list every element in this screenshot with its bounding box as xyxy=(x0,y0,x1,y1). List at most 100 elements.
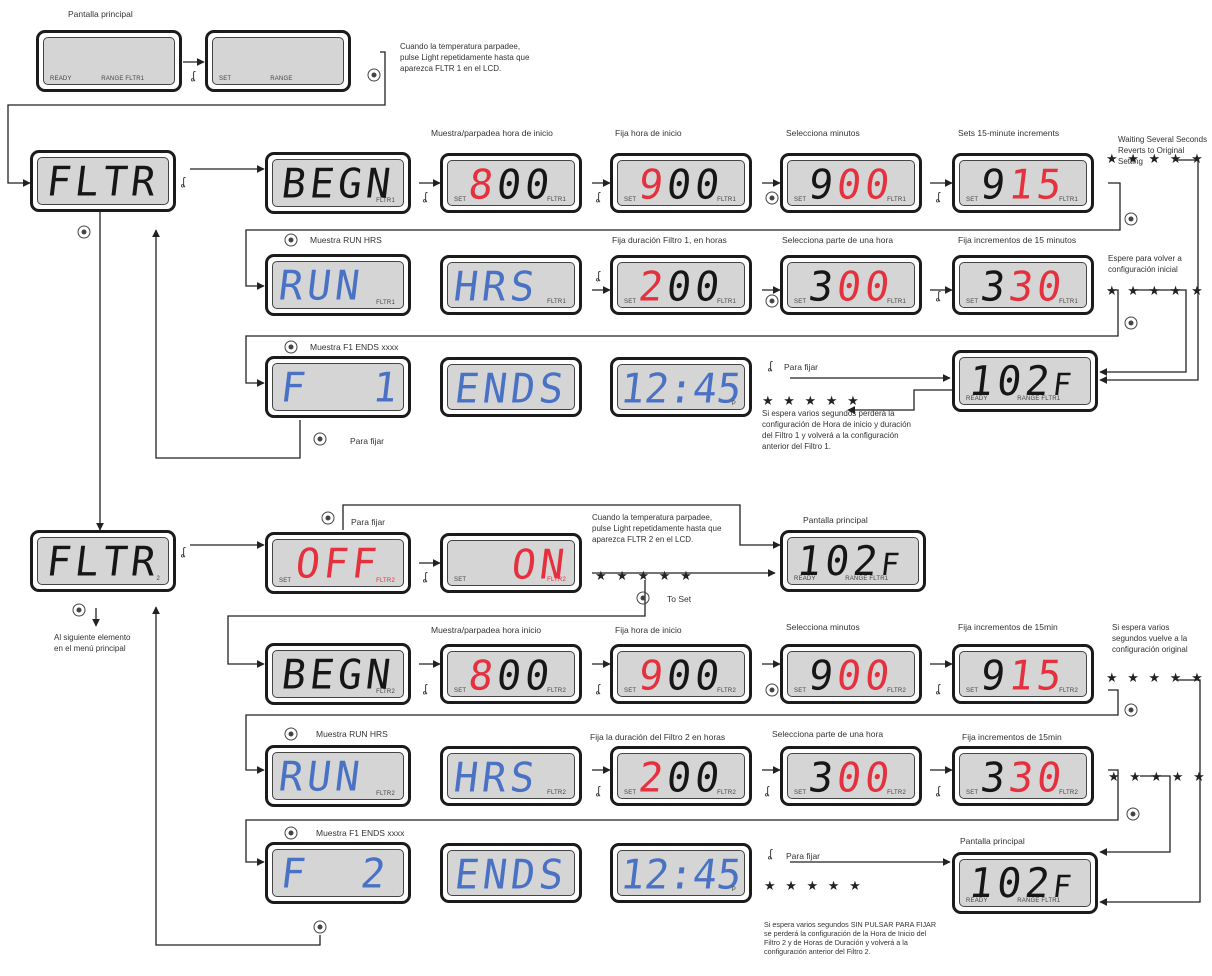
light-button-icon xyxy=(77,225,91,239)
lcd-ready: READY xyxy=(50,76,72,82)
lcd-set: SET xyxy=(624,197,637,203)
lcd-f2-330: 330 SET FLTR2 xyxy=(952,746,1094,806)
note-f2-temp: Cuando la temperatura parpadee, pulse Li… xyxy=(592,513,722,544)
press-hand-icon: ʆ xyxy=(596,270,600,282)
wait-stars: ★ ★ ★ ★ ★ xyxy=(1108,769,1208,784)
lcd-fltr1: FLTR1 xyxy=(717,299,736,305)
light-button-icon xyxy=(284,727,298,741)
light-button-icon xyxy=(284,340,298,354)
light-button-icon xyxy=(367,68,381,82)
caption-f1-sets-15: Sets 15-minute increments xyxy=(958,128,1060,138)
lcd-fltr1: FLTR1 xyxy=(717,197,736,203)
lcd-begn-f1: BEGN FLTR1 xyxy=(265,152,411,214)
lcd-main-temp-top: 102F READY RANGE FLTR1 xyxy=(36,30,182,92)
light-button-icon xyxy=(765,683,779,697)
caption-f1-para-fijar-bottom: Para fijar xyxy=(350,436,385,446)
caption-f2-begin: Muestra/parpadea hora inicio xyxy=(431,625,542,635)
press-hand-icon: ʆ xyxy=(423,191,427,203)
lcd-f1-300: 300 SET FLTR1 xyxy=(780,255,922,315)
caption-f2-para-fijar-end: Para fijar xyxy=(786,851,821,861)
note-f2-si-espera: Si espera varios segundos vuelve a la co… xyxy=(1112,623,1188,654)
caption-f1-fija-incrementos: Fija incrementos de 15 minutos xyxy=(958,235,1077,245)
lcd-text: RUN xyxy=(276,753,367,800)
light-button-icon xyxy=(321,511,335,525)
lcd-fltr2: FLTR2 xyxy=(887,790,906,796)
lcd-hrs-f2: HRS FLTR2 xyxy=(440,746,582,806)
lcd-on: ON SET FLTR2 xyxy=(440,533,582,593)
light-button-icon xyxy=(313,920,327,934)
lcd-set: SET xyxy=(966,197,979,203)
lcd-ends-f1: ENDS xyxy=(440,357,582,417)
lcd-text: ENDS xyxy=(452,851,570,896)
press-hand-icon: ʆ xyxy=(768,848,772,860)
caption-pantalla-principal-top: Pantalla principal xyxy=(68,9,133,19)
lcd-fltr2: FLTR2 xyxy=(1059,688,1078,694)
wait-stars: ★ ★ ★ ★ ★ xyxy=(1106,283,1206,298)
lcd-f2-800: 800 SET FLTR2 xyxy=(440,644,582,704)
lcd-range: RANGE FLTR1 xyxy=(845,576,889,582)
wait-stars: ★ ★ ★ ★ ★ xyxy=(762,393,862,408)
lcd-set: SET xyxy=(454,688,467,694)
light-button-icon xyxy=(1124,316,1138,330)
lcd-text: OFF xyxy=(293,540,383,587)
caption-f1-muestra-ends: Muestra F1 ENDS xxxx xyxy=(310,342,399,352)
lcd-f1-915: 915 SET FLTR1 xyxy=(952,153,1094,213)
lcd-text: 12:45 xyxy=(617,851,745,896)
lcd-ready: READY xyxy=(794,576,816,582)
lcd-set: SET xyxy=(624,299,637,305)
caption-pantalla-principal-f2: Pantalla principal xyxy=(803,515,868,525)
caption-f1-selecciona-minutos: Selecciona minutos xyxy=(786,128,860,138)
caption-f2-selecciona-minutos: Selecciona minutos xyxy=(786,622,860,632)
press-hand-icon: ʆ xyxy=(765,785,769,797)
lcd-set: SET xyxy=(279,578,292,584)
lcd-ready: READY xyxy=(966,898,988,904)
press-hand-icon: ʆ xyxy=(596,785,600,797)
caption-f2-selecciona-parte: Selecciona parte de una hora xyxy=(772,729,884,739)
lcd-set: SET xyxy=(624,688,637,694)
lcd-set: SET xyxy=(454,197,467,203)
caption-pantalla-principal-f2-end: Pantalla principal xyxy=(960,836,1025,846)
lcd-range: RANGE xyxy=(270,76,293,82)
lcd-f2-900-min: 900 SET FLTR2 xyxy=(780,644,922,704)
lcd-text: RUN xyxy=(276,262,367,309)
light-button-icon xyxy=(636,591,650,605)
lcd-1245-f1: 12:45 P xyxy=(610,357,752,417)
wait-stars: ★ ★ ★ ★ ★ xyxy=(1106,151,1206,166)
lcd-f1-900-min: 900 SET FLTR1 xyxy=(780,153,922,213)
lcd-text: ENDS xyxy=(452,365,570,410)
lcd-fltr1: FLTR1 xyxy=(376,198,395,204)
lcd-p: P xyxy=(731,887,736,893)
lcd-text: F xyxy=(278,364,308,411)
lcd-off: OFF SET FLTR2 xyxy=(265,532,411,594)
lcd-text: HRS xyxy=(451,754,542,799)
note-f1-waiting: Waiting Several Seconds Reverts to Origi… xyxy=(1118,135,1208,166)
light-button-icon xyxy=(284,233,298,247)
caption-f1-fija-hora: Fija hora de inicio xyxy=(615,128,682,138)
lcd-set-temp: 100F SET RANGE xyxy=(205,30,351,92)
lcd-fltr1: FLTR1 xyxy=(887,299,906,305)
lcd-text: FLTR xyxy=(44,158,162,205)
press-hand-icon: ʆ xyxy=(596,191,600,203)
lcd-set: SET xyxy=(794,197,807,203)
lcd-fltr2-number: 2 xyxy=(156,576,160,582)
lcd-set: SET xyxy=(624,790,637,796)
lcd-main-temp-f2-end: 102F READY RANGE FLTR1 xyxy=(952,852,1098,914)
press-hand-icon: ʆ xyxy=(181,546,185,558)
lcd-text: 1 xyxy=(370,364,400,411)
lcd-f1-330: 330 SET FLTR1 xyxy=(952,255,1094,315)
lcd-set: SET xyxy=(454,577,467,583)
lcd-hrs-f1: HRS FLTR1 xyxy=(440,255,582,315)
lcd-fltr2: FLTR 2 xyxy=(30,530,176,592)
lcd-f2-300: 300 SET FLTR2 xyxy=(780,746,922,806)
lcd-text: HRS xyxy=(451,263,542,308)
lcd-text: F xyxy=(278,850,308,897)
light-button-icon xyxy=(765,191,779,205)
lcd-set: SET xyxy=(794,299,807,305)
lcd-p: P xyxy=(731,401,736,407)
lcd-fltr2: FLTR2 xyxy=(717,688,736,694)
note-f2-ends: Si espera varios segundos SIN PULSAR PAR… xyxy=(764,920,937,956)
light-button-icon xyxy=(1124,703,1138,717)
lcd-run-f1: RUN FLTR1 xyxy=(265,254,411,316)
